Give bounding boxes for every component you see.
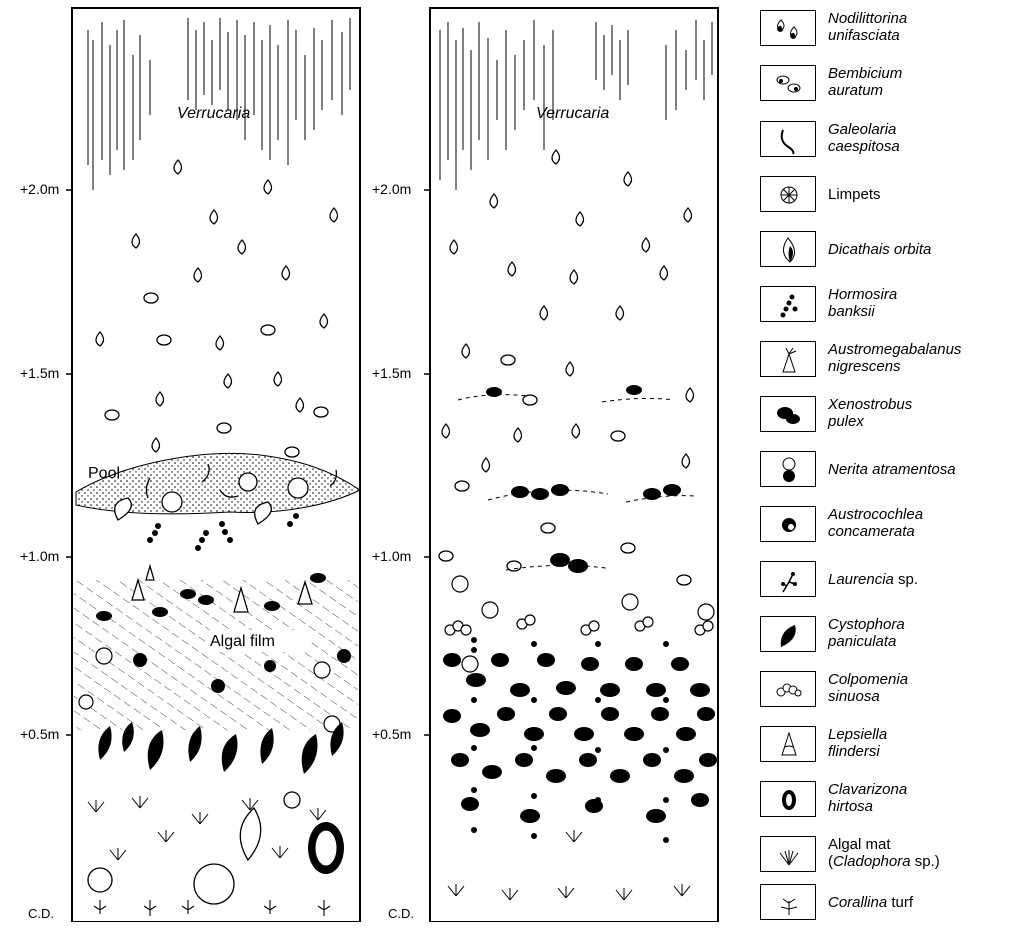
left-verrucaria-lines <box>88 18 350 190</box>
pool-hormosira <box>147 513 299 551</box>
mussel-icon <box>760 396 816 432</box>
right-mussel-bands <box>486 385 681 573</box>
clavarizona-icon <box>760 781 816 817</box>
nerita-icon <box>760 451 816 487</box>
legend-label: Algal mat(Cladophora sp.) <box>828 836 940 870</box>
nodilittorina-icon <box>760 10 816 46</box>
left-axis-label-0-5m: +0.5m <box>20 726 59 742</box>
legend-row: Corallina turf <box>760 884 1021 934</box>
legend-label: Corallina turf <box>828 894 913 911</box>
algal-film-label: Algal film <box>210 633 275 650</box>
right-bembicium <box>439 355 691 585</box>
right-axis-label-2m: +2.0m <box>372 181 411 197</box>
legend-label: Nerita atramentosa <box>828 461 956 478</box>
legend-label: Limpets <box>828 186 881 203</box>
colpomenia-icon <box>760 671 816 707</box>
right-axis-label-cd: C.D. <box>388 906 414 921</box>
legend-row: Algal mat(Cladophora sp.) <box>760 836 1021 886</box>
legend-label: Dicathais orbita <box>828 241 931 258</box>
right-snails <box>442 150 694 472</box>
right-verrucaria-label: Verrucaria <box>536 105 609 122</box>
austrocochlea-icon <box>760 506 816 542</box>
legend-label: Laurencia sp. <box>828 571 918 588</box>
legend-row: Laurencia sp. <box>760 561 1021 611</box>
right-axis-label-1m: +1.0m <box>372 548 411 564</box>
zonation-diagram: Verrucaria Verrucaria Pool Algal film <box>0 0 760 922</box>
right-axis-label-1-5m: +1.5m <box>372 365 411 381</box>
right-dense-mass <box>443 653 717 823</box>
limpet-icon <box>760 176 816 212</box>
right-algal-mat <box>448 830 690 900</box>
right-limpets <box>452 576 714 672</box>
left-verrucaria-label: Verrucaria <box>177 105 250 122</box>
bembicium-icon <box>760 65 816 101</box>
right-axis-label-0-5m: +0.5m <box>372 726 411 742</box>
left-axis-label-1m: +1.0m <box>20 548 59 564</box>
left-snails <box>96 160 338 452</box>
right-colpomenia <box>445 615 713 635</box>
legend-row: Dicathais orbita <box>760 231 1021 281</box>
dicathais-icon <box>760 231 816 267</box>
right-dashes <box>458 395 696 570</box>
barnacle-icon <box>760 341 816 377</box>
lepsiella-icon <box>760 726 816 762</box>
left-axis-label-2m: +2.0m <box>20 181 59 197</box>
legend-row: Nerita atramentosa <box>760 451 1021 501</box>
left-bottom-limpets <box>88 792 300 904</box>
left-bembicium <box>105 293 328 457</box>
laurencia-icon <box>760 561 816 597</box>
algal-film-hatch <box>74 580 358 730</box>
left-axis-label-1-5m: +1.5m <box>20 365 59 381</box>
corallina-icon <box>760 884 816 920</box>
galeolaria-icon <box>760 121 816 157</box>
right-panel-frame <box>430 8 718 922</box>
hormosira-icon <box>760 286 816 322</box>
left-axis-label-cd: C.D. <box>28 906 54 921</box>
cystophora-icon <box>760 616 816 652</box>
legend-row: Limpets <box>760 176 1021 226</box>
pool-label: Pool <box>88 465 120 482</box>
algal-mat-icon <box>760 836 816 872</box>
left-dicathais <box>240 808 260 860</box>
